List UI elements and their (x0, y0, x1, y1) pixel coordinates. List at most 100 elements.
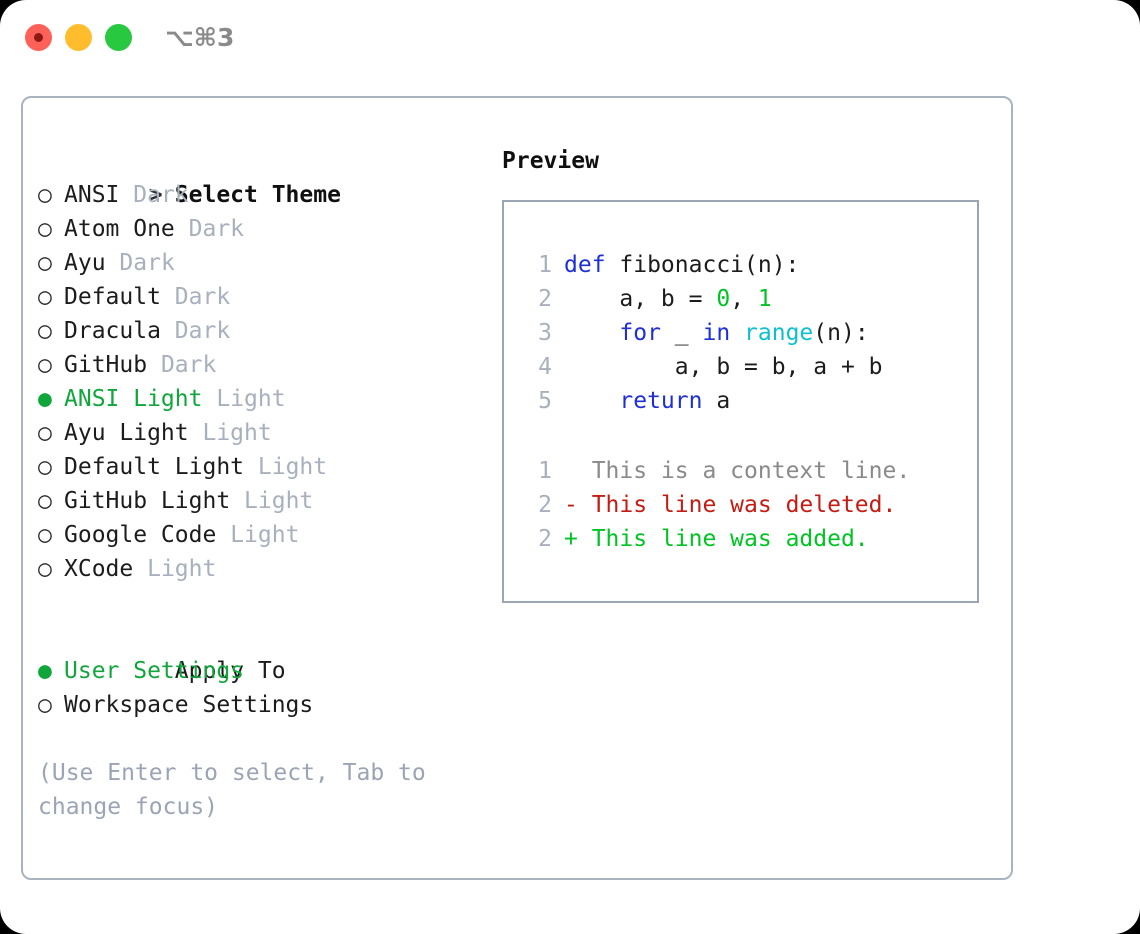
theme-name-label: Dracula (64, 318, 161, 344)
code-line: 2 a, b = 0, 1 (522, 282, 977, 316)
apply-to-item[interactable]: ○ Workspace Settings (38, 688, 488, 722)
code-token (564, 388, 619, 414)
theme-name-label: ANSI (64, 182, 120, 208)
theme-label-gap (147, 352, 161, 378)
radio-unselected-icon: ○ (38, 352, 52, 378)
theme-list-item[interactable]: ○ XCode Light (38, 552, 488, 586)
theme-mode-label: Dark (119, 250, 175, 276)
theme-mode-label: Light (257, 454, 328, 480)
diff-text: This line was deleted. (577, 492, 897, 518)
radio-unselected-icon: ○ (38, 522, 52, 548)
code-token: , (730, 286, 758, 312)
radio-selected-icon: ● (38, 658, 52, 684)
code-token: a, b = b, a + b (564, 354, 883, 380)
close-button-icon[interactable] (25, 24, 52, 51)
code-diff-gap (522, 418, 977, 454)
theme-label-gap (202, 386, 216, 412)
apply-to-label: Workspace Settings (64, 692, 314, 718)
main-card: >Select Theme ○ANSI Dark○Atom One Dark○A… (21, 96, 1013, 880)
code-token: def (564, 252, 620, 278)
code-line-number: 4 (538, 354, 552, 380)
code-token: a (702, 388, 731, 414)
theme-name-label: Ayu Light (64, 420, 189, 446)
theme-label-gap (216, 522, 230, 548)
theme-name-label: Atom One (64, 216, 175, 242)
radio-unselected-icon: ○ (38, 692, 52, 718)
diff-line: 2+ This line was added. (522, 522, 977, 556)
diff-text: This is a context line. (577, 458, 911, 484)
apply-to-heading: Apply To (38, 620, 488, 684)
diff-sign (564, 458, 578, 484)
preview-title: Preview (502, 148, 599, 174)
radio-unselected-icon: ○ (38, 216, 52, 242)
theme-list-item[interactable]: ○ANSI Dark (38, 178, 488, 212)
apply-to-item[interactable]: ● User Settings (38, 654, 488, 688)
theme-label-gap (106, 250, 120, 276)
radio-unselected-icon: ○ (38, 182, 52, 208)
code-token: in (702, 320, 731, 346)
theme-label-gap (244, 454, 258, 480)
theme-name-label: ANSI Light (64, 386, 203, 412)
diff-line: 1 This is a context line. (522, 454, 977, 488)
radio-unselected-icon: ○ (38, 488, 52, 514)
diff-sample: 1 This is a context line.2- This line wa… (522, 454, 977, 556)
theme-mode-label: Light (202, 420, 272, 446)
theme-name-label: Default Light (64, 454, 245, 480)
theme-list-item[interactable]: ○Dracula Dark (38, 314, 488, 348)
code-token (564, 320, 619, 346)
apply-to-label: User Settings (64, 658, 245, 684)
maximize-button-icon[interactable] (105, 24, 132, 51)
theme-list-item[interactable]: ○GitHub Dark (38, 348, 488, 382)
theme-list-item[interactable]: ○ Ayu Dark (38, 246, 488, 280)
theme-mode-label: Light (147, 556, 217, 582)
code-line-number: 5 (538, 388, 552, 414)
code-line: 3 for _ in range(n): (522, 316, 977, 350)
theme-mode-label: Light (230, 522, 300, 548)
radio-unselected-icon: ○ (38, 250, 52, 276)
diff-sign: + (564, 526, 578, 552)
code-token: range (744, 320, 814, 346)
theme-name-label: XCode (64, 556, 134, 582)
theme-list-item[interactable]: ○ Atom One Dark (38, 212, 488, 246)
code-line: 4 a, b = b, a + b (522, 350, 977, 384)
theme-list: ○ANSI Dark○Atom One Dark○Ayu Dark○Defaul… (38, 178, 488, 586)
theme-list-item[interactable]: ●ANSI Light Light (38, 382, 488, 416)
code-token: fibonacci(n): (619, 252, 800, 278)
diff-line-number: 2 (538, 492, 552, 518)
radio-unselected-icon: ○ (38, 284, 52, 310)
theme-list-item[interactable]: ○Ayu Light Light (38, 416, 488, 450)
select-theme-heading: > Select Theme (38, 144, 488, 208)
theme-mode-label: Light (216, 386, 286, 412)
theme-label-gap (161, 318, 175, 344)
code-token: 0 (716, 286, 731, 312)
diff-line-number: 2 (538, 526, 552, 552)
code-line-number: 1 (538, 252, 552, 278)
theme-selector-pane: >Select Theme ○ANSI Dark○Atom One Dark○A… (38, 144, 488, 824)
radio-unselected-icon: ○ (38, 556, 52, 582)
theme-label-gap (133, 556, 147, 582)
theme-mode-label: Dark (188, 216, 245, 242)
code-line: 1 def fibonacci(n): (522, 248, 977, 282)
theme-list-item[interactable]: ○Default Dark (38, 280, 488, 314)
diff-line: 2- This line was deleted. (522, 488, 977, 522)
theme-list-item[interactable]: ○GitHub Light Light (38, 484, 488, 518)
code-token: 1 (757, 286, 772, 312)
apply-to-heading-label: Apply To (174, 658, 286, 684)
theme-list-item[interactable]: ○Google Code Light (38, 518, 488, 552)
code-token: _ (660, 320, 703, 346)
keyboard-hint-text: (Use Enter to select, Tab to change focu… (38, 760, 440, 820)
select-theme-heading-label: Select Theme (174, 182, 341, 208)
cursor-icon: > (148, 182, 163, 208)
code-line-number: 3 (538, 320, 552, 346)
theme-label-gap (119, 182, 133, 208)
theme-list-item[interactable]: ○Default Light Light (38, 450, 488, 484)
theme-label-gap (161, 284, 175, 310)
code-token: (n): (813, 320, 869, 346)
minimize-button-icon[interactable] (65, 24, 92, 51)
theme-label-gap (175, 216, 189, 242)
theme-name-label: GitHub Light (64, 488, 231, 514)
theme-name-label: Ayu (64, 250, 106, 276)
